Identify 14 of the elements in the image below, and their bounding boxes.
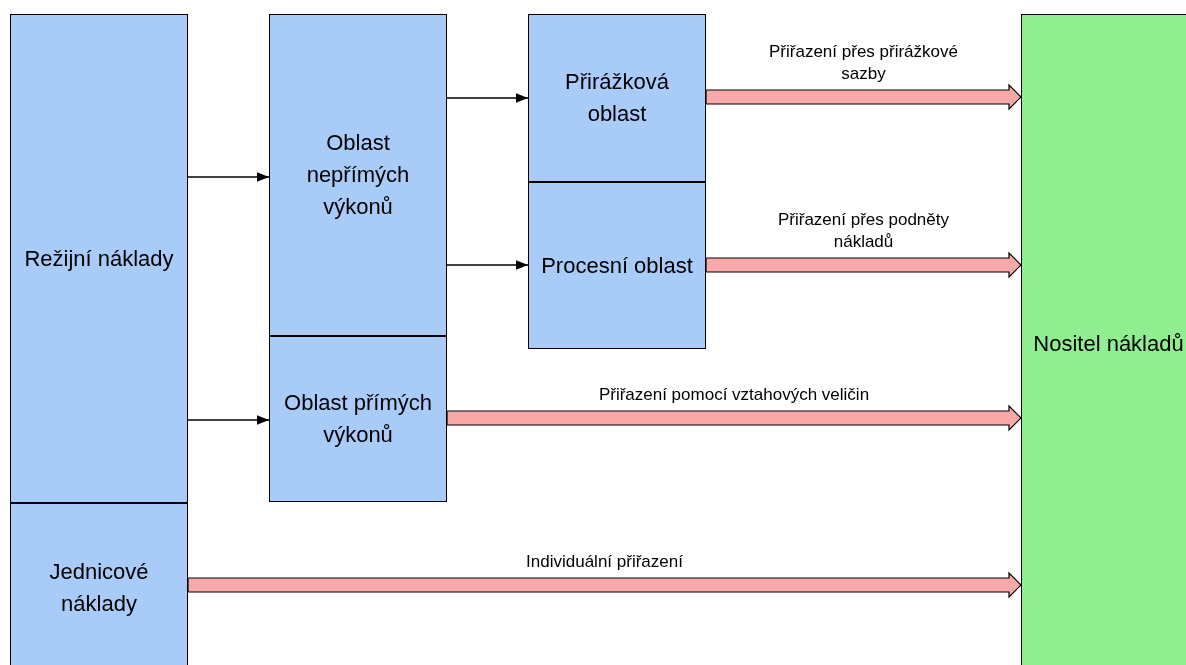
box-label: Oblast nepřímých výkonů [305,129,411,221]
process-box [10,503,188,665]
box-label: Oblast přímých výkonů [283,389,433,449]
box-label: Režijní náklady [23,244,175,273]
process-box [528,182,706,349]
process-box [528,14,706,182]
process-box [269,14,447,336]
process-box [10,14,188,503]
box-label: Nositel nákladů [1032,330,1185,359]
box-label: Procesní oblast [540,251,694,280]
process-box [269,336,447,502]
process-box [1021,14,1186,665]
box-label: Jednicové náklady [48,558,150,618]
box-label: Přirážková oblast [564,68,670,128]
